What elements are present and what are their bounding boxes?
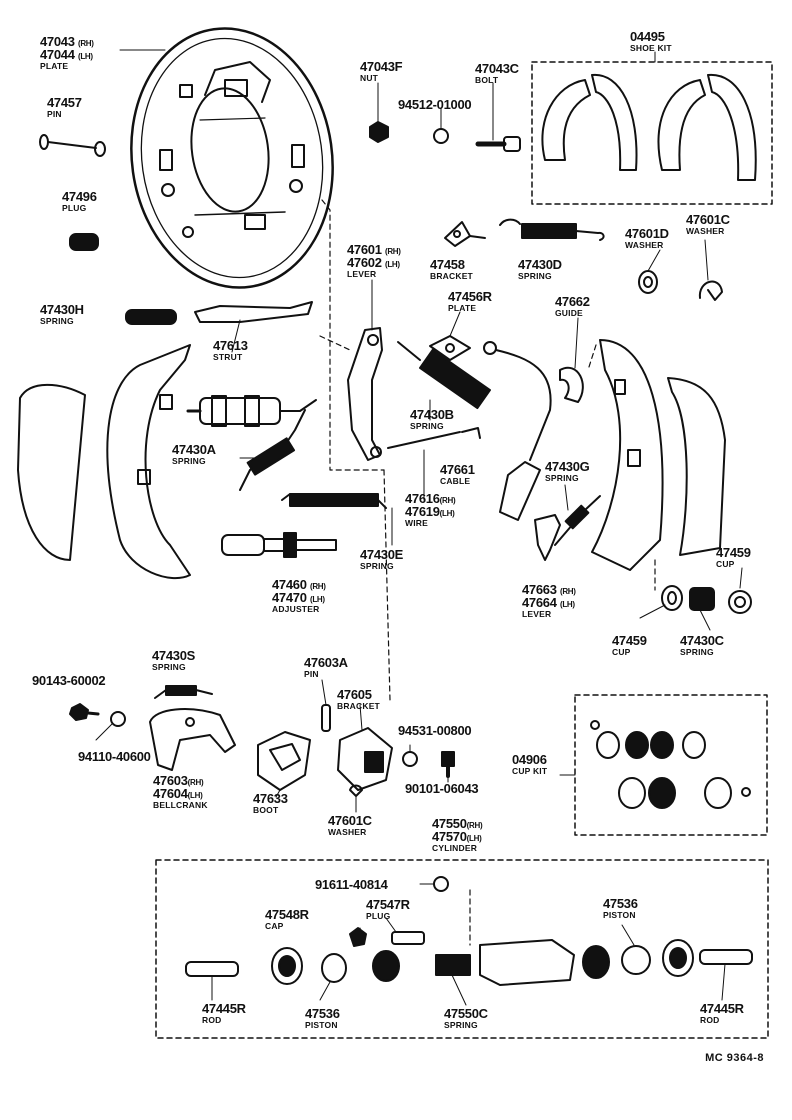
pin-47457: [39, 134, 106, 157]
cable-47661: [483, 341, 552, 521]
shoe-kit-box: [531, 61, 773, 205]
washer-47601D: [638, 270, 658, 294]
label-wire: 47616(RH) 47619(LH) WIRE: [405, 491, 456, 528]
cup-kit-box: [574, 694, 768, 836]
label-bolt-90101: 90101-06043: [405, 781, 479, 796]
right-shoe: [591, 339, 726, 571]
solid-leaders: [95, 49, 743, 1006]
adjuster-47460: [221, 532, 337, 558]
bolt-47043C: [475, 136, 521, 152]
backing-plate: [130, 27, 334, 289]
label-bellcrank: 47603(RH) 47604(LH) BELLCRANK: [153, 773, 208, 810]
wire-47616: [387, 427, 481, 449]
bracket-47458: [444, 221, 486, 247]
label-nut-94110: 94110-40600: [78, 749, 151, 764]
label-bolt-90143: 90143-60002: [32, 673, 106, 688]
plate-47456R: [429, 335, 471, 361]
label-plate: 47043 (RH) 47044 (LH) PLATE: [40, 34, 94, 71]
pin-47603A: [321, 704, 331, 732]
washer-94531: [402, 751, 418, 767]
spring-47430E: [281, 493, 387, 509]
strut-47613: [194, 301, 313, 323]
label-lever-47601: 47601 (RH) 47602 (LH) LEVER: [347, 242, 401, 279]
nut-94110: [110, 711, 126, 727]
parking-lever: [347, 327, 383, 461]
left-shoe: [17, 344, 191, 580]
cups-and-spring-47430C: [661, 585, 752, 614]
bracket-47605: [337, 727, 393, 791]
wheel-cylinder-top: [186, 395, 317, 427]
spring-47430B: [397, 341, 491, 410]
lever-47663: [534, 514, 561, 561]
guide-47662: [559, 366, 584, 403]
washer-47601C-clip: [698, 280, 723, 301]
diagram-code: MC 9364-8: [705, 1052, 764, 1064]
label-cylinder: 47550(RH) 47570(LH) CYLINDER: [432, 816, 483, 853]
washer-94512: [433, 128, 449, 144]
spring-47430H: [125, 309, 177, 325]
bolt-90101: [441, 751, 455, 778]
bellcrank-47603: [149, 708, 236, 771]
label-adjuster: 47460 (RH) 47470 (LH) ADJUSTER: [272, 577, 326, 614]
washer-47601C-small: [349, 784, 363, 797]
spring-47430A: [239, 409, 306, 491]
spring-47430D: [499, 218, 605, 241]
nut-47043F: [369, 121, 389, 143]
leader-lines: [319, 199, 656, 946]
spring-47430S: [154, 685, 213, 699]
label-bleeder: 91611-40814: [315, 877, 388, 892]
bolt-90143: [69, 703, 100, 721]
boot-47633: [257, 731, 311, 791]
spring-47430G: [554, 495, 601, 546]
label-washer-94531: 94531-00800: [398, 723, 472, 738]
cylinder-box: [155, 859, 769, 1039]
label-washer-94512: 94512-01000: [398, 97, 472, 112]
plug-47496: [69, 233, 99, 251]
label-lever-47663: 47663 (RH) 47664 (LH) LEVER: [522, 582, 576, 619]
